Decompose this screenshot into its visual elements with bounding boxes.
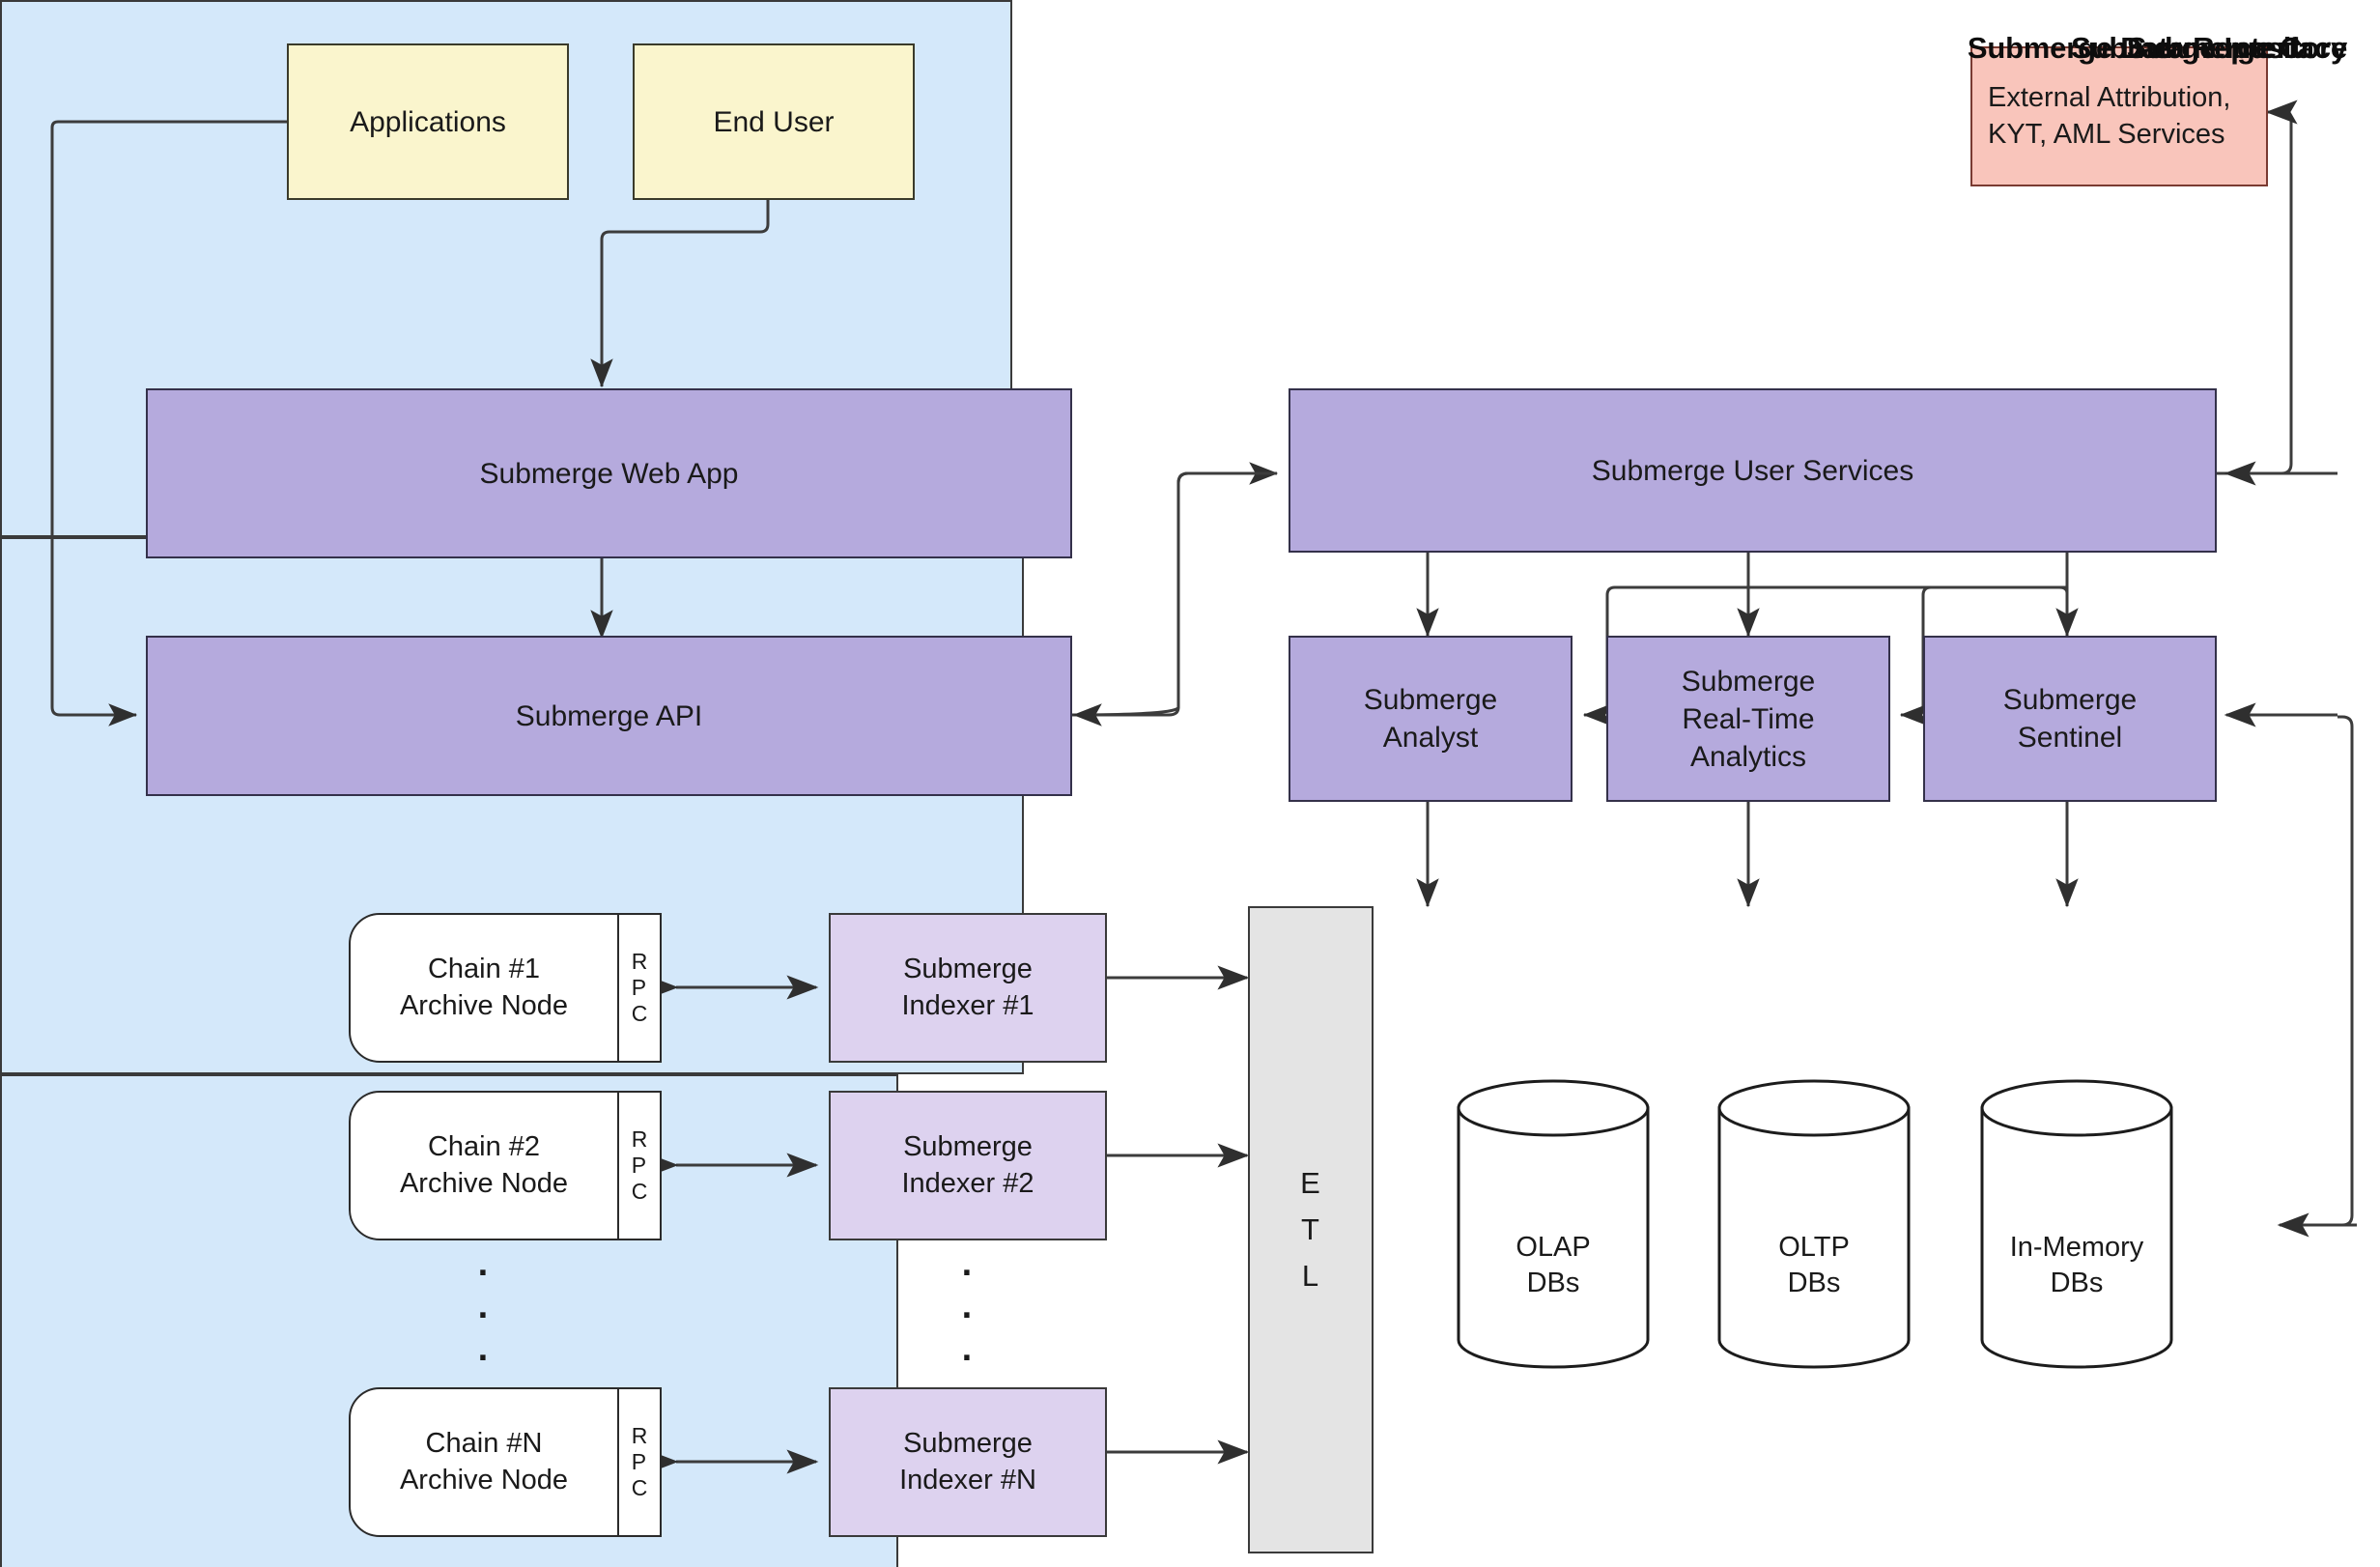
submerge-web-app-box[interactable]: Submerge Web App	[146, 388, 1072, 558]
submerge-indexer-n[interactable]: Submerge Indexer #N	[829, 1387, 1107, 1537]
inmemory-db-label: In-Memory DBs	[2009, 1231, 2144, 1299]
submerge-analyst-label: Submerge Analyst	[1363, 684, 1498, 754]
rpc-port-1-label: R P C	[631, 948, 648, 1027]
submerge-api-box[interactable]: Submerge API	[146, 636, 1072, 796]
chain-ellipsis-text: · · ·	[477, 1253, 491, 1379]
wire-userservices-to-api	[1072, 471, 1277, 727]
chain-archive-node-n-label: Chain #N Archive Node	[399, 1427, 569, 1496]
oltp-db-label: OLTP DBs	[1778, 1231, 1850, 1299]
applications-label: Applications	[350, 105, 506, 138]
cylinder-shape-olap	[1457, 1079, 1650, 1369]
cylinder-shape-inmemory	[1980, 1079, 2173, 1369]
etl-label: E T L	[1300, 1165, 1321, 1294]
indexer-ellipsis-text: · · ·	[961, 1253, 975, 1379]
submerge-indexer-2[interactable]: Submerge Indexer #2	[829, 1091, 1107, 1240]
external-services-box[interactable]: External Attribution, KYT, AML Services	[1970, 46, 2268, 186]
cylinder-shape-oltp	[1717, 1079, 1911, 1369]
rpc-port-1[interactable]: R P C	[619, 913, 662, 1063]
submerge-indexer-n-label: Submerge Indexer #N	[899, 1427, 1036, 1496]
submerge-user-services-label: Submerge User Services	[1591, 454, 1914, 487]
chain-archive-node-2-label: Chain #2 Archive Node	[399, 1130, 569, 1199]
olap-db-label-wrap: OLAP DBs	[1457, 1193, 1650, 1302]
rpc-port-n[interactable]: R P C	[619, 1387, 662, 1537]
rpc-port-n-label: R P C	[631, 1422, 648, 1501]
olap-db-label: OLAP DBs	[1516, 1231, 1591, 1299]
submerge-indexer-2-label: Submerge Indexer #2	[901, 1130, 1034, 1199]
submerge-web-app-label: Submerge Web App	[479, 457, 739, 490]
olap-db-cylinder[interactable]: OLAP DBs	[1457, 1079, 1650, 1369]
submerge-sentinel-label: Submerge Sentinel	[2002, 684, 2138, 754]
oltp-db-label-wrap: OLTP DBs	[1717, 1193, 1911, 1302]
submerge-analyst-box[interactable]: Submerge Analyst	[1289, 636, 1572, 802]
chain-archive-node-1-label: Chain #1 Archive Node	[399, 953, 569, 1021]
core-panel-title: Submerge Core	[2126, 31, 2347, 65]
indexer-ellipsis-dots: · · ·	[949, 1252, 987, 1380]
interface-panel-title: Submerge Interface	[2071, 31, 2347, 65]
submerge-api-label: Submerge API	[515, 699, 703, 732]
repository-panel-title: Submerge Data Repository	[1967, 31, 2347, 65]
chain-archive-node-1[interactable]: Chain #1 Archive Node	[349, 913, 619, 1063]
oltp-db-cylinder[interactable]: OLTP DBs	[1717, 1079, 1911, 1369]
rpc-port-2[interactable]: R P C	[619, 1091, 662, 1240]
wire-api-to-userservices	[1067, 462, 1279, 717]
submerge-realtime-analytics-box[interactable]: Submerge Real-Time Analytics	[1606, 636, 1890, 802]
external-services-label: External Attribution, KYT, AML Services	[1988, 81, 2231, 150]
submerge-user-services-box[interactable]: Submerge User Services	[1289, 388, 2217, 553]
submerge-indexer-1-label: Submerge Indexer #1	[901, 953, 1034, 1021]
end-user-box[interactable]: End User	[633, 43, 915, 200]
chain-archive-node-n[interactable]: Chain #N Archive Node	[349, 1387, 619, 1537]
submerge-realtime-analytics-label: Submerge Real-Time Analytics	[1681, 665, 1816, 773]
inmemory-db-cylinder[interactable]: In-Memory DBs	[1980, 1079, 2173, 1369]
submerge-indexer-1[interactable]: Submerge Indexer #1	[829, 913, 1107, 1063]
submerge-sentinel-box[interactable]: Submerge Sentinel	[1923, 636, 2217, 802]
chain-ellipsis-dots: · · ·	[465, 1252, 503, 1380]
applications-box[interactable]: Applications	[287, 43, 569, 200]
wire-repository-right-bus	[2338, 715, 2354, 1227]
etl-column[interactable]: E T L	[1248, 906, 1374, 1553]
rpc-port-2-label: R P C	[631, 1125, 648, 1205]
inmemory-db-label-wrap: In-Memory DBs	[1980, 1193, 2173, 1302]
chain-archive-node-2[interactable]: Chain #2 Archive Node	[349, 1091, 619, 1240]
end-user-label: End User	[713, 105, 835, 138]
